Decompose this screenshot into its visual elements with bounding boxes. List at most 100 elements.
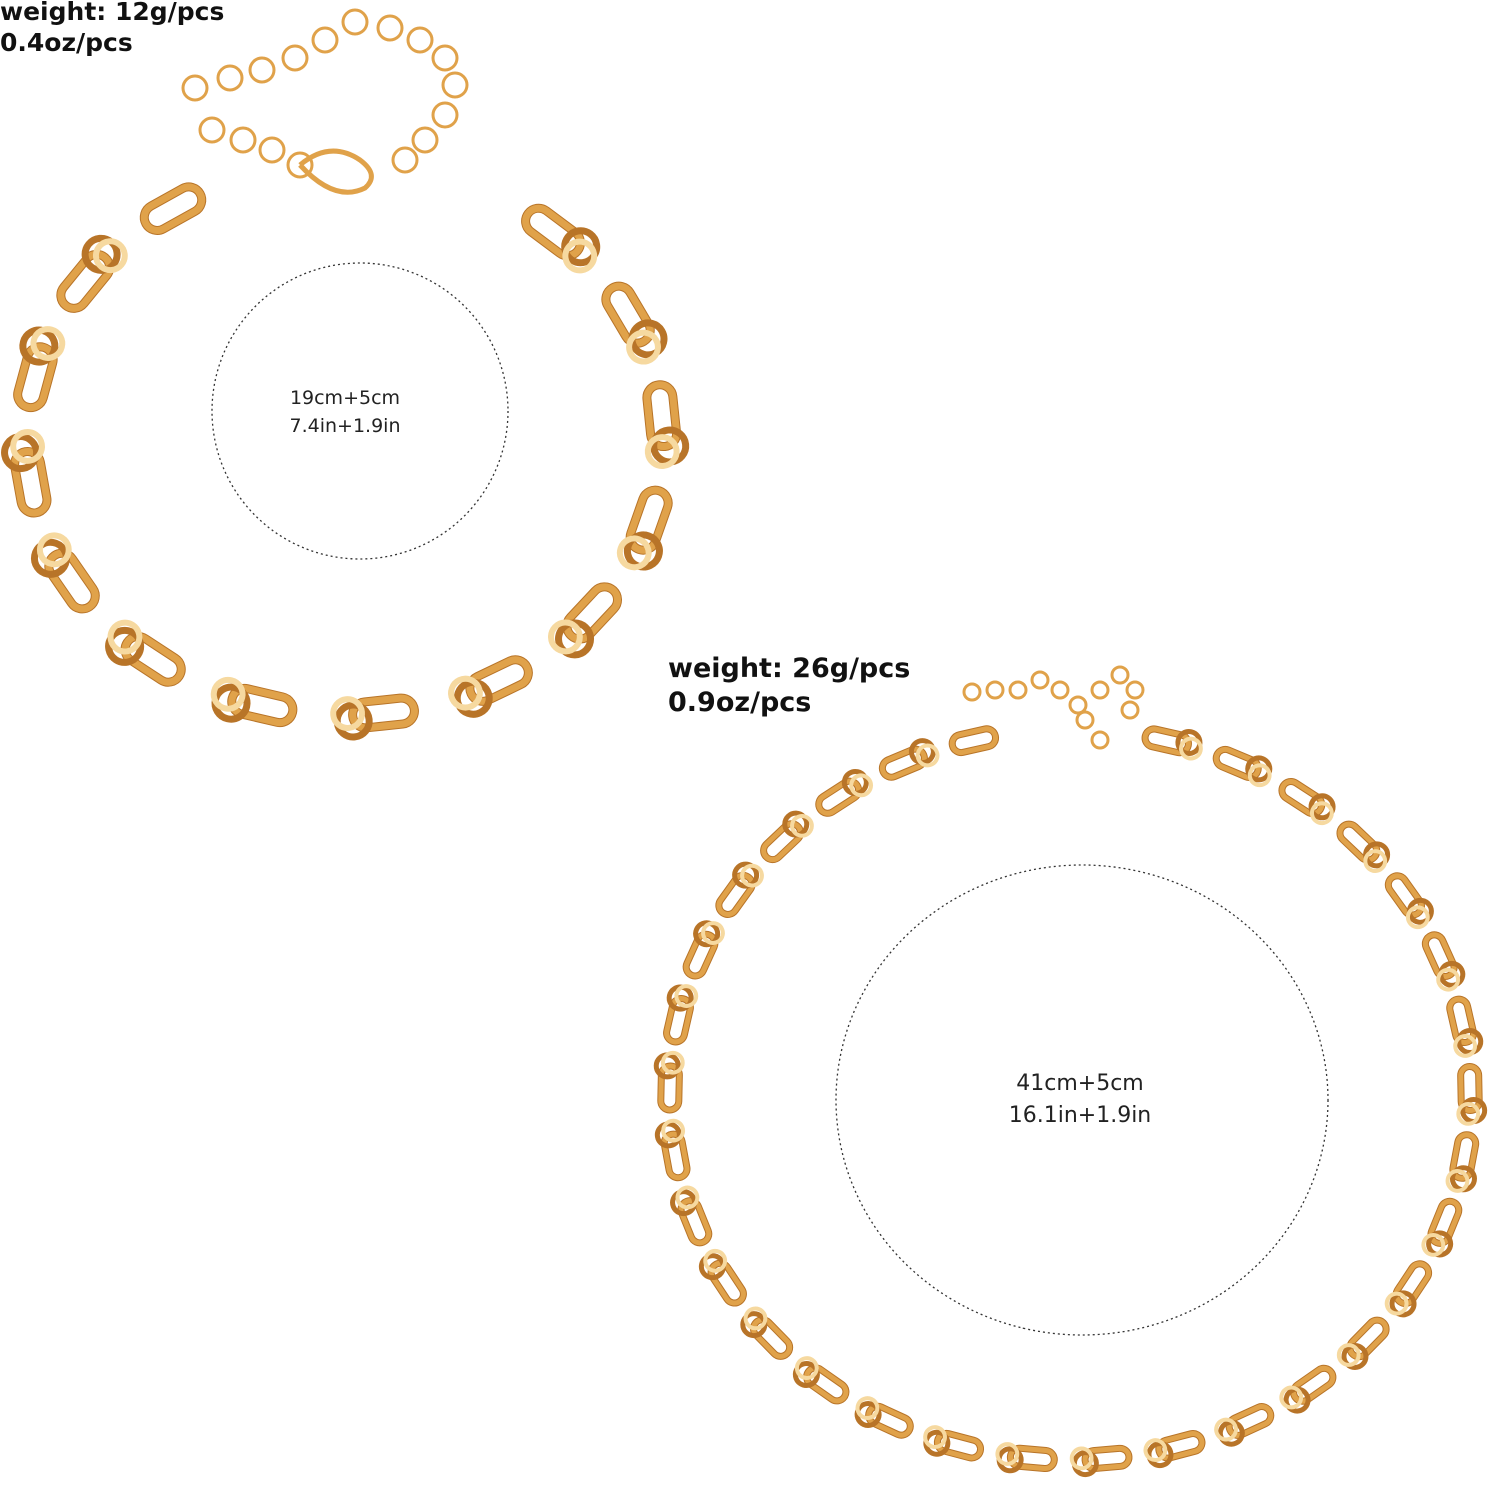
- chain-link: [670, 1185, 713, 1247]
- necklace-size-circle: [835, 864, 1329, 1336]
- chain-link: [653, 1050, 685, 1114]
- extender-ring: [1068, 695, 1088, 715]
- necklace-weight: weight: 26g/pcs: [668, 653, 911, 684]
- bracelet-size-in: 7.4in+1.9in: [289, 414, 401, 437]
- chain-knot: [1456, 1096, 1488, 1126]
- chain-link: [1214, 1403, 1275, 1447]
- bracelet-chain: [1, 8, 690, 741]
- chain-knot: [1175, 728, 1203, 761]
- bracelet-size-cm: 19cm+5cm: [289, 387, 401, 409]
- extender-ring: [985, 680, 1005, 700]
- chain-link: [210, 676, 298, 728]
- extender-ring: [1125, 680, 1145, 700]
- lobster-clasp: [298, 148, 374, 195]
- chain-knot: [616, 531, 663, 571]
- extender-ring: [248, 56, 276, 84]
- extender-ring: [1090, 730, 1110, 750]
- extender-ring: [406, 26, 434, 54]
- bracelet-weight: weight: 12g/pcs: [0, 0, 225, 26]
- chain-link: [1421, 931, 1466, 992]
- extender-ring: [1030, 670, 1050, 690]
- chain-link: [642, 380, 690, 469]
- chain-link: [815, 769, 874, 817]
- extender-ring: [229, 126, 257, 154]
- chain-link: [448, 655, 533, 718]
- chain-link: [740, 1306, 794, 1360]
- chain-link: [548, 582, 623, 659]
- chain-knot: [995, 1442, 1024, 1474]
- chain-knot: [1279, 1385, 1311, 1414]
- chain-knot: [1308, 793, 1336, 826]
- chain-link: [13, 326, 66, 413]
- chain-knot: [782, 810, 814, 838]
- chain-knot: [666, 984, 699, 1012]
- extender-ring: [1050, 680, 1070, 700]
- chain-link: [330, 693, 419, 741]
- chain-link: [1456, 1063, 1488, 1126]
- chain-knot: [698, 1248, 728, 1281]
- chain-link: [1069, 1444, 1133, 1478]
- chain-knot: [1214, 1417, 1245, 1447]
- chain-knot: [1445, 1165, 1477, 1193]
- chain-link: [1446, 995, 1484, 1058]
- chain-link: [1445, 1131, 1480, 1193]
- extender-ring: [1008, 680, 1028, 700]
- chain-link: [1421, 1197, 1463, 1258]
- extender-ring: [1090, 680, 1110, 700]
- chain-knot: [908, 738, 940, 768]
- chain-knot: [854, 1396, 882, 1428]
- chain-link: [30, 532, 100, 614]
- chain-knot: [1384, 1290, 1417, 1318]
- chain-knot: [1069, 1446, 1099, 1478]
- chain-link: [1141, 725, 1203, 761]
- chain-link: [616, 485, 673, 571]
- chain-link: [878, 738, 940, 781]
- necklace-chain: [653, 665, 1488, 1478]
- chain-link: [1279, 1364, 1337, 1414]
- chain-link: [854, 1396, 914, 1439]
- chain-knot: [1405, 897, 1434, 930]
- bracelet-size-label: 19cm+5cm 7.4in+1.9in: [260, 385, 430, 440]
- chain-link: [923, 1425, 985, 1462]
- extender-ring: [1110, 665, 1130, 685]
- chain-knot: [841, 769, 874, 798]
- chain-knot: [30, 532, 72, 578]
- extender-ring: [198, 116, 226, 144]
- chain-link: [654, 1118, 691, 1182]
- chain-knot: [1, 429, 45, 473]
- necklace-size-in: 16.1in+1.9in: [1008, 1102, 1152, 1128]
- chain-knot: [1143, 1438, 1174, 1469]
- chain-link: [105, 619, 186, 687]
- chain-knot: [740, 1306, 768, 1339]
- chain-knot: [330, 696, 373, 741]
- extender-ring: [962, 682, 982, 702]
- chain-knot: [1336, 1342, 1369, 1370]
- extender-ring: [376, 14, 404, 42]
- chain-knot: [81, 234, 128, 274]
- necklace-size-cm: 41cm+5cm: [1016, 1071, 1144, 1096]
- chain-link: [792, 1356, 850, 1405]
- chain-knot: [1421, 1230, 1454, 1258]
- extender-ring: [286, 151, 314, 179]
- chain-link: [1212, 745, 1273, 788]
- chain-knot: [19, 326, 66, 366]
- chain-link: [948, 725, 1000, 757]
- extender-ring: [281, 44, 309, 72]
- chain-knot: [210, 676, 251, 723]
- chain-link: [601, 281, 668, 365]
- extender-ring: [391, 146, 419, 174]
- chain-link: [1384, 872, 1434, 930]
- chain-link: [682, 920, 725, 980]
- extender-ring: [181, 74, 209, 102]
- extender-ring: [431, 44, 459, 72]
- bracelet-weight-label: weight: 12g/pcs 0.4oz/pcs: [0, 0, 224, 59]
- chain-knot: [923, 1425, 951, 1457]
- chain-knot: [548, 619, 595, 659]
- extender-ring: [311, 26, 339, 54]
- extender-ring: [1075, 710, 1095, 730]
- chain-knot: [792, 1356, 820, 1388]
- chain-knot: [626, 319, 668, 365]
- chain-knot: [1453, 1028, 1484, 1058]
